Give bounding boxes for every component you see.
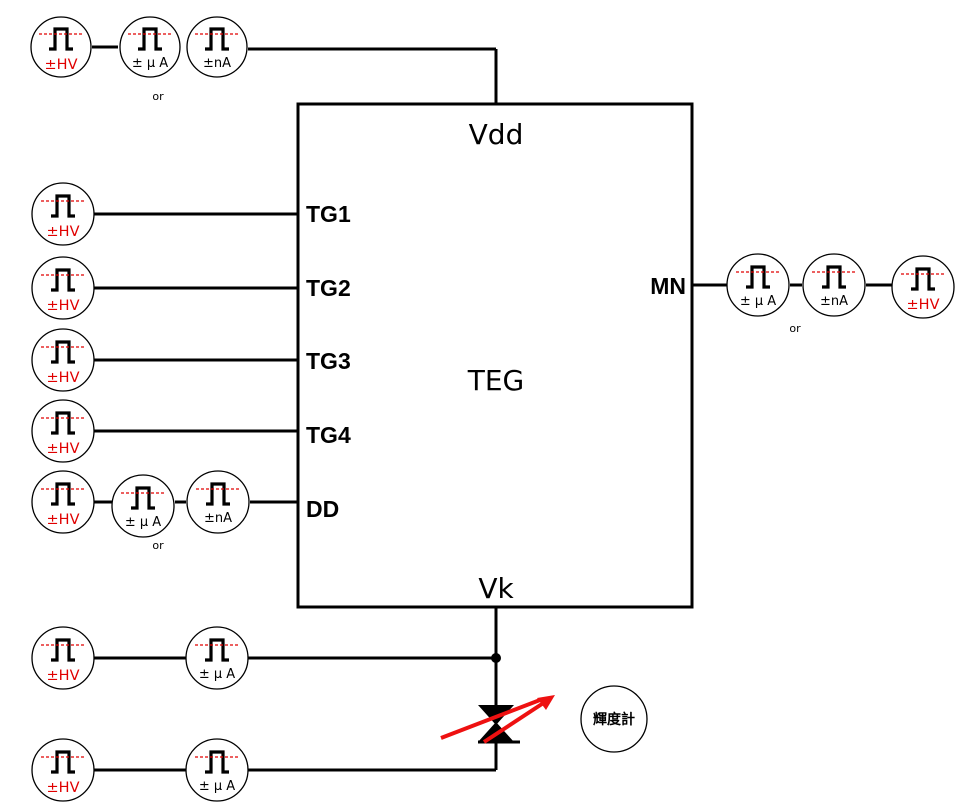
pin-mn: MN: [650, 273, 686, 299]
source-hv-tg1: ±HV: [31, 182, 95, 246]
source-hv-tg2: ±HV: [31, 256, 95, 320]
or-label-mn: or: [789, 322, 801, 335]
source-label: ±HV: [45, 57, 78, 73]
source-label: ± μ A: [125, 515, 161, 530]
source-hv-tg4: ±HV: [31, 399, 95, 463]
source-label: ±nA: [820, 294, 848, 309]
source-ua-mn: ± μ A: [726, 253, 790, 317]
source-label: ±HV: [47, 668, 80, 684]
pin-vk: Vk: [478, 572, 514, 605]
source-label: ± μ A: [199, 667, 235, 682]
source-hv-vdd: ±HV: [30, 16, 92, 78]
or-label-dd: or: [152, 539, 164, 552]
light-arrow: [440, 695, 555, 744]
source-hv-mn: ±HV: [891, 255, 955, 319]
source-label: ±nA: [204, 511, 232, 526]
source-na-dd: ±nA: [186, 470, 250, 534]
luminance-meter: 輝度計: [580, 685, 648, 753]
arrow-line-2: [482, 698, 550, 744]
source-na-vdd: ±nA: [186, 16, 248, 78]
block-title: TEG: [467, 364, 525, 397]
teg-block: [296, 102, 694, 609]
source-hv-vk1: ±HV: [31, 626, 95, 690]
source-label: ± μ A: [132, 56, 168, 71]
source-label: ±HV: [907, 297, 940, 313]
pin-tg3: TG3: [306, 348, 351, 374]
source-label: ±nA: [203, 56, 231, 71]
pin-tg4: TG4: [306, 422, 351, 448]
source-label: ±HV: [47, 780, 80, 796]
source-label: ±HV: [47, 512, 80, 528]
or-label-vdd: or: [152, 90, 164, 103]
wires: [92, 45, 892, 772]
source-label: ±HV: [47, 370, 80, 386]
source-hv-dd: ±HV: [31, 470, 95, 534]
source-label: ±HV: [47, 298, 80, 314]
junction-dot: [491, 653, 501, 663]
source-ua-vk1: ± μ A: [185, 626, 249, 690]
source-ua-dd: ± μ A: [111, 474, 175, 538]
source-hv-vk2: ±HV: [31, 738, 95, 802]
source-label: ±HV: [47, 441, 80, 457]
pin-tg1: TG1: [306, 201, 351, 227]
source-label: ±HV: [47, 224, 80, 240]
arrow-line-1: [440, 698, 541, 740]
source-label: ± μ A: [199, 779, 235, 794]
pin-vdd: Vdd: [469, 118, 524, 151]
pin-tg2: TG2: [306, 275, 351, 301]
source-ua-vk2: ± μ A: [185, 738, 249, 802]
source-label: ± μ A: [740, 294, 776, 309]
meter-label: 輝度計: [593, 711, 635, 728]
pin-dd: DD: [306, 496, 339, 522]
source-na-mn: ±nA: [802, 253, 866, 317]
arrow-head: [537, 695, 555, 710]
source-hv-tg3: ±HV: [31, 328, 95, 392]
source-ua-vdd: ± μ A: [119, 16, 181, 78]
